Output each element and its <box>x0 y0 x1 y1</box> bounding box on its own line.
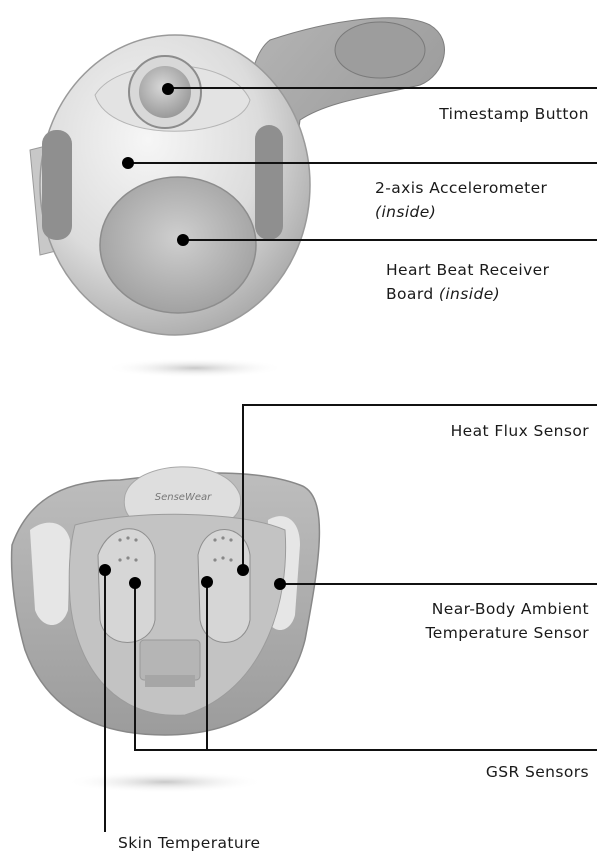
label-ambient: Near-Body Ambient Temperature Sensor <box>426 597 589 645</box>
device-back-shadow <box>65 771 265 793</box>
side-slot-right <box>255 125 283 240</box>
dot-gsr-left <box>129 577 141 589</box>
device-front-shadow <box>105 358 285 378</box>
heart-beat-pad <box>100 177 256 313</box>
label-heart-beat-line1: Heart Beat Receiver <box>386 261 549 279</box>
device-back-view: SenseWear <box>12 467 320 735</box>
dot-timestamp <box>162 83 174 95</box>
dot-heat-flux <box>237 564 249 576</box>
label-accelerometer-text: 2-axis Accelerometer <box>375 179 547 197</box>
label-heat-flux: Heat Flux Sensor <box>451 419 589 443</box>
label-ambient-line1: Near-Body Ambient <box>432 600 589 618</box>
dot-ambient <box>274 578 286 590</box>
label-timestamp-button: Timestamp Button <box>439 102 589 126</box>
dot-gsr-right <box>201 576 213 588</box>
dot-accelerometer <box>122 157 134 169</box>
dot-skin-temp <box>99 564 111 576</box>
label-accelerometer: 2-axis Accelerometer (inside) <box>375 176 547 224</box>
lower-label-panel <box>140 640 200 680</box>
left-sensor-pod <box>98 529 155 643</box>
brand-logo: SenseWear <box>155 492 212 503</box>
lower-barcode <box>145 675 195 687</box>
label-heart-beat-line2: Board <box>386 285 434 303</box>
label-heart-beat: Heart Beat Receiver Board (inside) <box>386 258 549 306</box>
side-slot-left <box>42 130 72 240</box>
label-heart-beat-note: (inside) <box>439 285 500 303</box>
label-gsr: GSR Sensors <box>486 760 589 784</box>
cutout-left <box>30 523 70 625</box>
dot-heart-beat <box>177 234 189 246</box>
label-accelerometer-note: (inside) <box>375 203 436 221</box>
strap-buckle <box>335 22 425 78</box>
label-ambient-line2: Temperature Sensor <box>426 624 589 642</box>
label-skin-temp: Skin Temperature <box>118 831 260 855</box>
